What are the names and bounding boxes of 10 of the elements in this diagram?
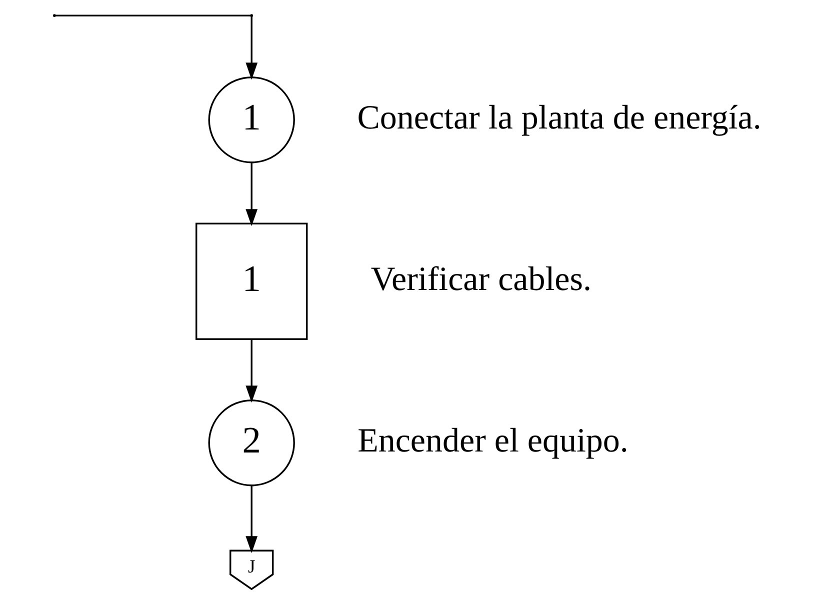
- arrow: [246, 163, 258, 226]
- node-circle: 2: [208, 400, 295, 486]
- node-label: Conectar la planta de energía.: [357, 99, 762, 136]
- arrow: [246, 339, 258, 403]
- node-circle: 1: [208, 76, 295, 164]
- arrow: [246, 486, 258, 554]
- arrow: [55, 14, 258, 80]
- node-label: Encender el equipo.: [358, 422, 628, 460]
- node-label: Verificar cables.: [370, 260, 592, 298]
- node-box: 1: [196, 222, 308, 340]
